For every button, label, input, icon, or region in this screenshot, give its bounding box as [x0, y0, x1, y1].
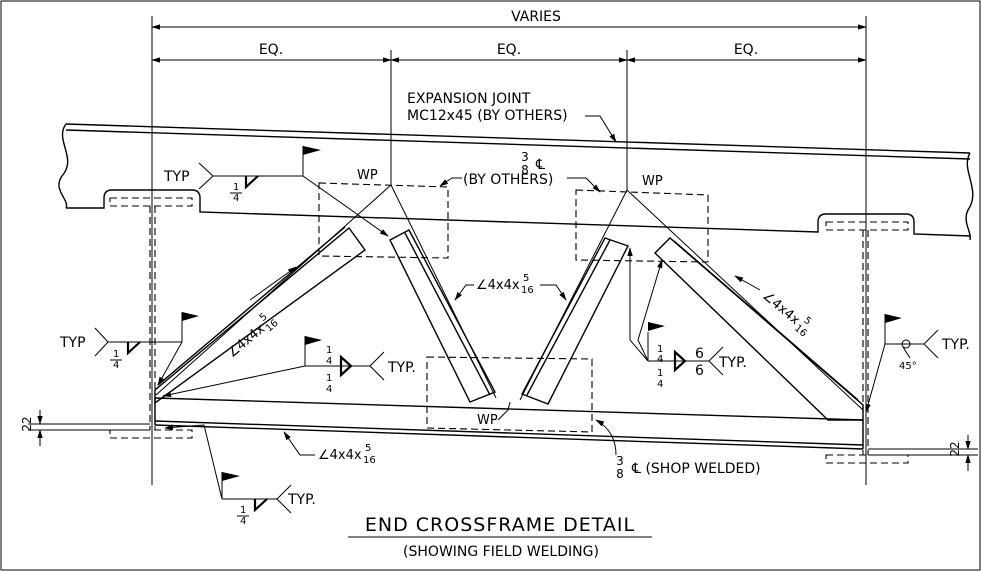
diagonal-right-outer — [654, 237, 864, 421]
weld-cr-num-bot: 1 — [657, 368, 663, 379]
weld-cl-num-bot: 1 — [326, 373, 332, 384]
angle-callout-right: ∠4x4x 5 16 — [759, 289, 813, 340]
expansion-joint-channel — [58, 123, 974, 241]
weld-l-num: 1 — [113, 349, 119, 360]
svg-text:16: 16 — [521, 285, 534, 296]
wp-bottom-leader — [497, 401, 511, 421]
angle-callout-left: ∠4x4x 5 16 — [225, 311, 281, 361]
weld-cl-num-top: 1 — [326, 345, 332, 356]
weld-r-typ: TYP. — [941, 337, 970, 353]
angle-bottom-leader — [283, 431, 315, 456]
weld-tl-typ: TYP — [163, 169, 190, 185]
weld-r-angle: 45° — [899, 361, 917, 372]
shop-plate-leader — [595, 419, 617, 456]
weld-symbol-center-right — [627, 247, 724, 376]
weld-cr-den-top: 4 — [657, 354, 663, 365]
dim-eq-left: EQ. — [259, 42, 283, 58]
svg-text:5: 5 — [365, 443, 371, 454]
weld-tl-den: 4 — [233, 193, 239, 204]
svg-text:∠4x4x: ∠4x4x — [476, 278, 520, 293]
expansion-joint-label-1: EXPANSION JOINT — [407, 91, 531, 107]
dim-eq-mid: EQ. — [497, 42, 521, 58]
gusset-plate-right — [575, 189, 709, 263]
diagonal-right-inner — [521, 237, 629, 405]
weld-bl-num: 1 — [240, 505, 246, 516]
gusset-plate-bottom — [426, 356, 593, 433]
weld-symbol-top-left — [198, 146, 389, 237]
weld-symbol-left — [94, 312, 199, 386]
weld-cr-num-top: 1 — [657, 344, 663, 355]
title-sub: (SHOWING FIELD WELDING) — [403, 544, 599, 560]
weld-bl-den: 4 — [240, 516, 246, 527]
offset-dim-left — [28, 410, 150, 446]
angle-left-leader — [249, 266, 297, 301]
weld-cr-typ: TYP. — [718, 355, 747, 371]
offset-right-label: 22 — [948, 441, 962, 456]
shop-plate-num: 3 — [616, 454, 624, 468]
svg-text:16: 16 — [363, 455, 376, 466]
expansion-joint-leader — [585, 115, 617, 143]
weld-cr-six-top: 6 — [695, 346, 704, 362]
angle-callout-mid: ∠4x4x 5 16 — [476, 273, 534, 296]
weld-cl-den-top: 4 — [326, 356, 332, 367]
weld-symbol-right — [865, 314, 939, 413]
weld-cr-six-bot: 6 — [695, 363, 704, 379]
dimension-lines — [151, 16, 867, 485]
weld-l-den: 4 — [113, 360, 119, 371]
plate-frac-num: 3 — [521, 150, 529, 164]
shop-plate-label: ℄ (SHOP WELDED) — [631, 461, 761, 477]
wp-right: WP — [642, 174, 663, 189]
offset-dim-right — [868, 435, 978, 471]
weld-symbol-center-left — [162, 336, 385, 397]
svg-text:∠4x4x: ∠4x4x — [318, 448, 362, 463]
expansion-joint-label-2: MC12x45 (BY OTHERS) — [407, 108, 568, 124]
dim-varies: VARIES — [511, 9, 561, 25]
right-girder — [825, 221, 909, 464]
dim-eq-right: EQ. — [734, 42, 758, 58]
weld-tl-num: 1 — [233, 182, 239, 193]
svg-text:5: 5 — [523, 273, 529, 284]
gusset-plate-left — [318, 182, 449, 259]
angle-mid-leader-right — [540, 284, 567, 301]
angle-callout-bottom: ∠4x4x 5 16 — [318, 443, 376, 466]
work-point-lines — [155, 184, 864, 411]
diagonal-left-inner — [389, 229, 496, 403]
offset-left-label: 22 — [20, 416, 34, 431]
by-others-label: (BY OTHERS) — [463, 172, 553, 188]
weld-cl-den-bot: 4 — [326, 384, 332, 395]
weld-bl-typ: TYP. — [287, 492, 316, 508]
weld-cl-typ: TYP. — [387, 360, 416, 376]
angle-mid-leader-left — [454, 284, 474, 301]
wp-bottom: WP — [477, 413, 498, 428]
svg-text:5: 5 — [258, 311, 270, 324]
title-main: END CROSSFRAME DETAIL — [365, 514, 635, 536]
weld-l-typ: TYP — [59, 335, 86, 351]
plate-frac-den: 8 — [521, 163, 529, 177]
svg-text:5: 5 — [801, 315, 813, 328]
by-others-leader-left — [439, 177, 462, 187]
plate-symbol: ℄ — [535, 157, 545, 173]
angle-right-leader — [734, 275, 761, 291]
left-girder — [109, 197, 193, 439]
svg-text:∠4x4x: ∠4x4x — [759, 289, 802, 329]
by-others-leader-right — [567, 177, 601, 193]
weld-symbol-bottom-left — [164, 424, 292, 514]
shop-plate-den: 8 — [616, 467, 624, 481]
weld-cr-den-bot: 4 — [657, 379, 663, 390]
wp-left: WP — [357, 168, 378, 183]
